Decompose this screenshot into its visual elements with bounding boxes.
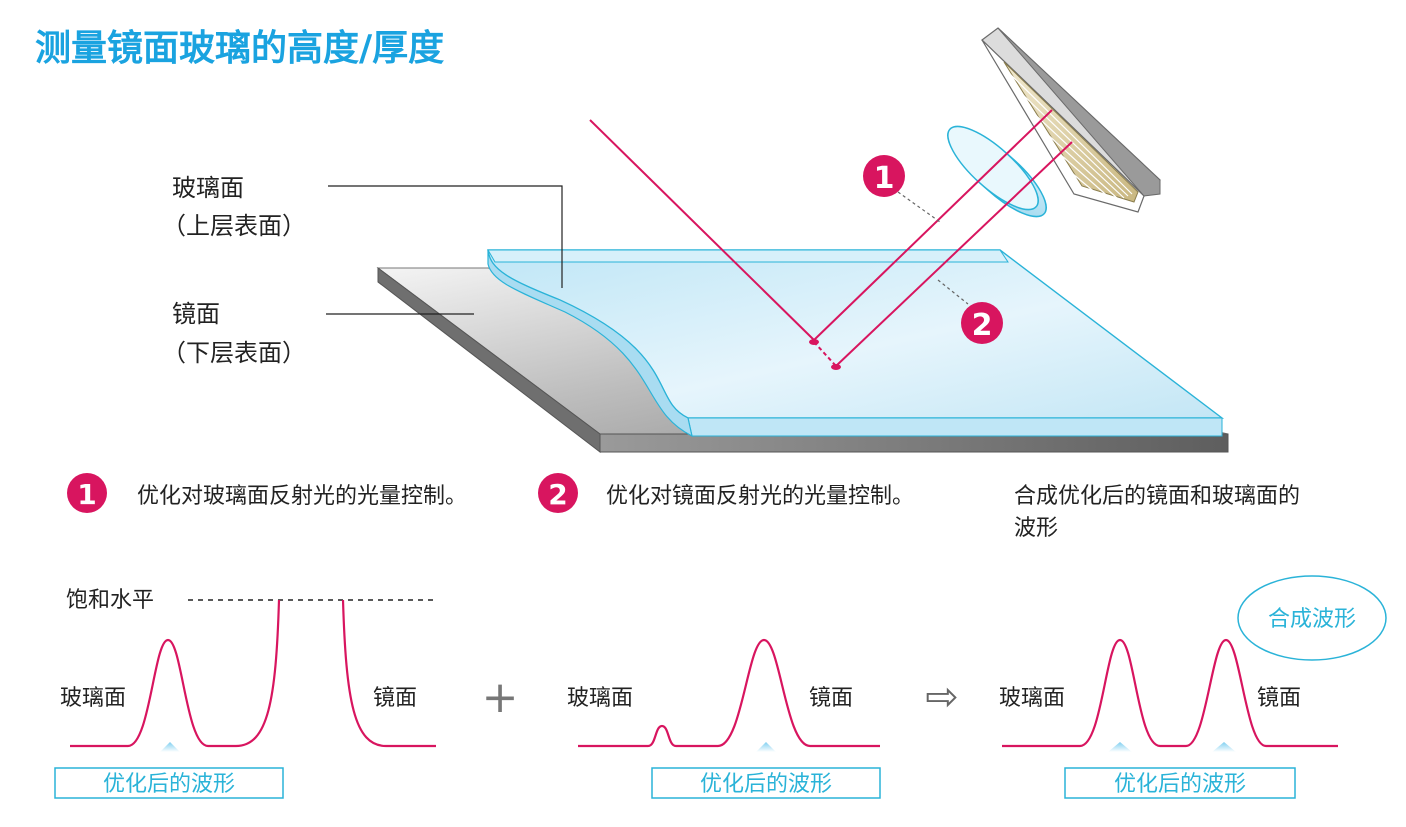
- optimized-label: 优化后的波形: [700, 772, 832, 797]
- peak-marker: [1108, 742, 1132, 752]
- callout-glass: 玻璃面 （上层表面）: [162, 174, 563, 288]
- plus-sign: +: [482, 672, 519, 723]
- step-three-line2: 波形: [1014, 516, 1058, 541]
- step-one-text: 优化对玻璃面反射光的光量控制。: [137, 484, 467, 509]
- waveform-glass-label: 玻璃面: [567, 686, 633, 711]
- waveform-curve: [578, 638, 880, 748]
- waveform-curve: [70, 599, 436, 748]
- step-three-line1: 合成优化后的镜面和玻璃面的: [1014, 484, 1300, 509]
- sensor-icon: [981, 27, 1161, 213]
- marker-one-leader: [897, 191, 941, 223]
- optimized-box: [54, 767, 284, 799]
- waveform-mirror-label: 镜面: [809, 686, 853, 711]
- step-two-text: 优化对镜面反射光的光量控制。: [606, 484, 914, 509]
- svg-text:2: 2: [972, 308, 993, 343]
- svg-text:1: 1: [874, 161, 895, 196]
- page-title: 测量镜面玻璃的高度/厚度: [35, 28, 444, 69]
- arrow-icon: ⇨: [925, 674, 959, 720]
- waveform-mirror-label: 镜面: [373, 686, 417, 711]
- step-three: 合成优化后的镜面和玻璃面的 波形: [1014, 484, 1300, 541]
- laser-beams: [589, 109, 1073, 367]
- waveform-combined: 玻璃面 镜面 优化后的波形 合成波形: [999, 575, 1387, 799]
- callout-mirror-sub: （下层表面）: [162, 339, 306, 367]
- waveform-mirror-label: 镜面: [1257, 686, 1301, 711]
- step-two: 2 优化对镜面反射光的光量控制。: [538, 473, 914, 513]
- combined-bubble: [1237, 575, 1387, 661]
- optimized-label: 优化后的波形: [1114, 772, 1246, 797]
- peak-marker: [1212, 742, 1236, 752]
- marker-two-leader: [937, 279, 969, 305]
- optimized-label: 优化后的波形: [103, 772, 235, 797]
- peak-marker: [160, 742, 180, 752]
- marker-one: 1: [863, 155, 905, 197]
- optimized-box: [1064, 767, 1296, 799]
- waveform-glass-label: 玻璃面: [999, 686, 1065, 711]
- waveform-glass-optimized: 饱和水平 玻璃面 镜面 优化后的波形: [54, 588, 436, 799]
- callout-glass-label: 玻璃面: [172, 174, 244, 202]
- saturation-label: 饱和水平: [66, 588, 154, 613]
- optimized-box: [651, 767, 881, 799]
- glass-sheet: [487, 249, 1225, 438]
- svg-text:1: 1: [77, 478, 96, 511]
- callout-glass-sub: （上层表面）: [162, 212, 306, 240]
- marker-two: 2: [961, 302, 1003, 344]
- peak-marker: [756, 742, 776, 752]
- callout-mirror-label: 镜面: [172, 300, 220, 328]
- waveform-mirror-optimized: 玻璃面 镜面 优化后的波形: [567, 638, 881, 799]
- waveform-glass-label: 玻璃面: [60, 686, 126, 711]
- step-one: 1 优化对玻璃面反射光的光量控制。: [67, 473, 467, 513]
- combined-label: 合成波形: [1268, 607, 1356, 632]
- reflection-point-mirror: [831, 364, 841, 370]
- reflection-point-glass: [809, 339, 819, 345]
- svg-text:2: 2: [548, 478, 567, 511]
- waveform-curve: [1002, 638, 1338, 748]
- callout-mirror: 镜面 （下层表面）: [162, 300, 474, 367]
